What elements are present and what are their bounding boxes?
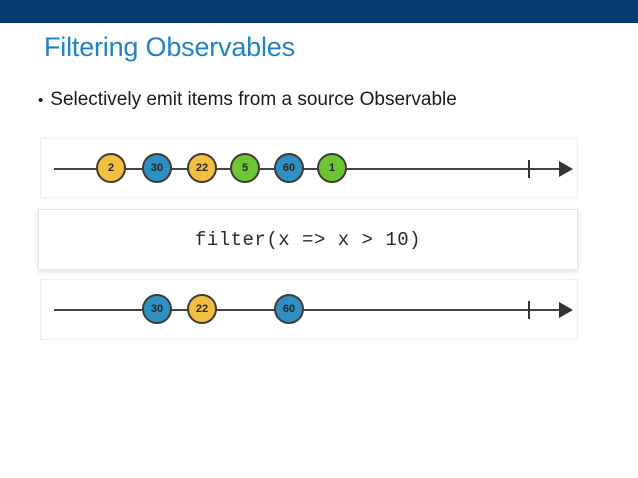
marble-22: 22: [187, 294, 217, 324]
marble-2: 2: [96, 153, 126, 183]
operator-expression: filter(x => x > 10): [194, 228, 422, 251]
marble-60: 60: [274, 294, 304, 324]
bullet-marker-icon: •: [38, 92, 44, 109]
source-stream-card: 2 30 22 5 60 1: [40, 138, 578, 198]
marble-22: 22: [187, 153, 217, 183]
marble-60: 60: [274, 153, 304, 183]
filtered-observable-timeline: 30 22 60: [41, 280, 579, 340]
bullet-item-label: Selectively emit items from a source Obs…: [50, 89, 457, 110]
timeline-arrow-icon: [559, 161, 573, 177]
marble-30: 30: [142, 294, 172, 324]
source-observable-timeline: 2 30 22 5 60 1: [41, 139, 579, 199]
timeline-axis: [54, 309, 562, 311]
marble-1: 1: [317, 153, 347, 183]
completion-tick-icon: [528, 301, 530, 319]
bullet-list-item: • Selectively emit items from a source O…: [38, 88, 457, 112]
timeline-axis: [54, 168, 562, 170]
marble-5: 5: [230, 153, 260, 183]
operator-card: filter(x => x > 10): [38, 209, 578, 270]
timeline-arrow-icon: [559, 302, 573, 318]
marble-diagram: 2 30 22 5 60 1 filter(x => x > 10) 30 22 60: [38, 138, 578, 341]
slide-header-bar: [0, 0, 638, 23]
result-stream-card: 30 22 60: [40, 279, 578, 340]
marble-30: 30: [142, 153, 172, 183]
page-title: Filtering Observables: [44, 32, 295, 62]
completion-tick-icon: [528, 160, 530, 178]
